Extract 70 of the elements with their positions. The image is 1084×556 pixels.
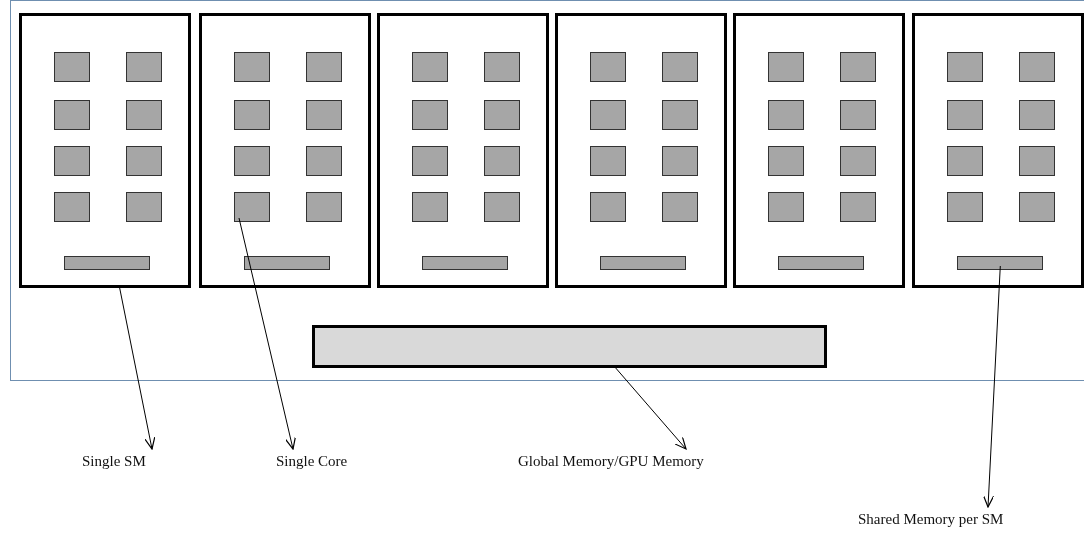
core-square bbox=[947, 52, 983, 82]
core-square bbox=[412, 52, 448, 82]
gpu-outline bbox=[10, 0, 1084, 381]
core-square bbox=[662, 146, 698, 176]
core-square bbox=[306, 192, 342, 222]
core-square bbox=[484, 192, 520, 222]
sm-box bbox=[555, 13, 727, 288]
core-square bbox=[484, 146, 520, 176]
core-square bbox=[1019, 100, 1055, 130]
core-square bbox=[1019, 146, 1055, 176]
leader-line bbox=[614, 366, 687, 450]
shared-memory-bar bbox=[64, 256, 150, 270]
core-square bbox=[234, 146, 270, 176]
core-square bbox=[306, 52, 342, 82]
core-square bbox=[768, 100, 804, 130]
core-square bbox=[484, 100, 520, 130]
callout-label: Single Core bbox=[276, 452, 348, 470]
core-square bbox=[412, 100, 448, 130]
core-square bbox=[54, 100, 90, 130]
core-square bbox=[54, 52, 90, 82]
shared-memory-bar bbox=[244, 256, 330, 270]
callout-label: Global Memory/GPU Memory bbox=[518, 452, 704, 470]
core-square bbox=[126, 100, 162, 130]
core-square bbox=[234, 100, 270, 130]
global-memory-bar bbox=[312, 325, 827, 368]
core-square bbox=[590, 146, 626, 176]
core-square bbox=[412, 192, 448, 222]
core-square bbox=[412, 146, 448, 176]
core-square bbox=[768, 146, 804, 176]
leader-line bbox=[238, 217, 296, 450]
core-square bbox=[234, 52, 270, 82]
core-square bbox=[1019, 192, 1055, 222]
core-square bbox=[306, 100, 342, 130]
callout-label: Shared Memory per SM bbox=[858, 510, 1004, 528]
core-square bbox=[947, 192, 983, 222]
core-square bbox=[768, 52, 804, 82]
core-square bbox=[1019, 52, 1055, 82]
core-square bbox=[590, 52, 626, 82]
core-square bbox=[54, 146, 90, 176]
leader-line bbox=[119, 286, 156, 450]
sm-box bbox=[733, 13, 905, 288]
core-square bbox=[126, 192, 162, 222]
core-square bbox=[484, 52, 520, 82]
shared-memory-bar bbox=[422, 256, 508, 270]
core-square bbox=[306, 146, 342, 176]
core-square bbox=[840, 146, 876, 176]
sm-box bbox=[912, 13, 1084, 288]
core-square bbox=[662, 52, 698, 82]
core-square bbox=[234, 192, 270, 222]
shared-memory-bar bbox=[957, 256, 1043, 270]
core-square bbox=[590, 100, 626, 130]
leader-line bbox=[982, 265, 1001, 508]
core-square bbox=[768, 192, 804, 222]
sm-box bbox=[19, 13, 191, 288]
sm-box bbox=[199, 13, 371, 288]
core-square bbox=[840, 52, 876, 82]
callout-label: Single SM bbox=[82, 452, 146, 470]
core-square bbox=[54, 192, 90, 222]
core-square bbox=[662, 192, 698, 222]
core-square bbox=[947, 146, 983, 176]
core-square bbox=[840, 100, 876, 130]
core-square bbox=[662, 100, 698, 130]
core-square bbox=[126, 52, 162, 82]
sm-box bbox=[377, 13, 549, 288]
shared-memory-bar bbox=[600, 256, 686, 270]
core-square bbox=[947, 100, 983, 130]
core-square bbox=[840, 192, 876, 222]
shared-memory-bar bbox=[778, 256, 864, 270]
core-square bbox=[126, 146, 162, 176]
core-square bbox=[590, 192, 626, 222]
